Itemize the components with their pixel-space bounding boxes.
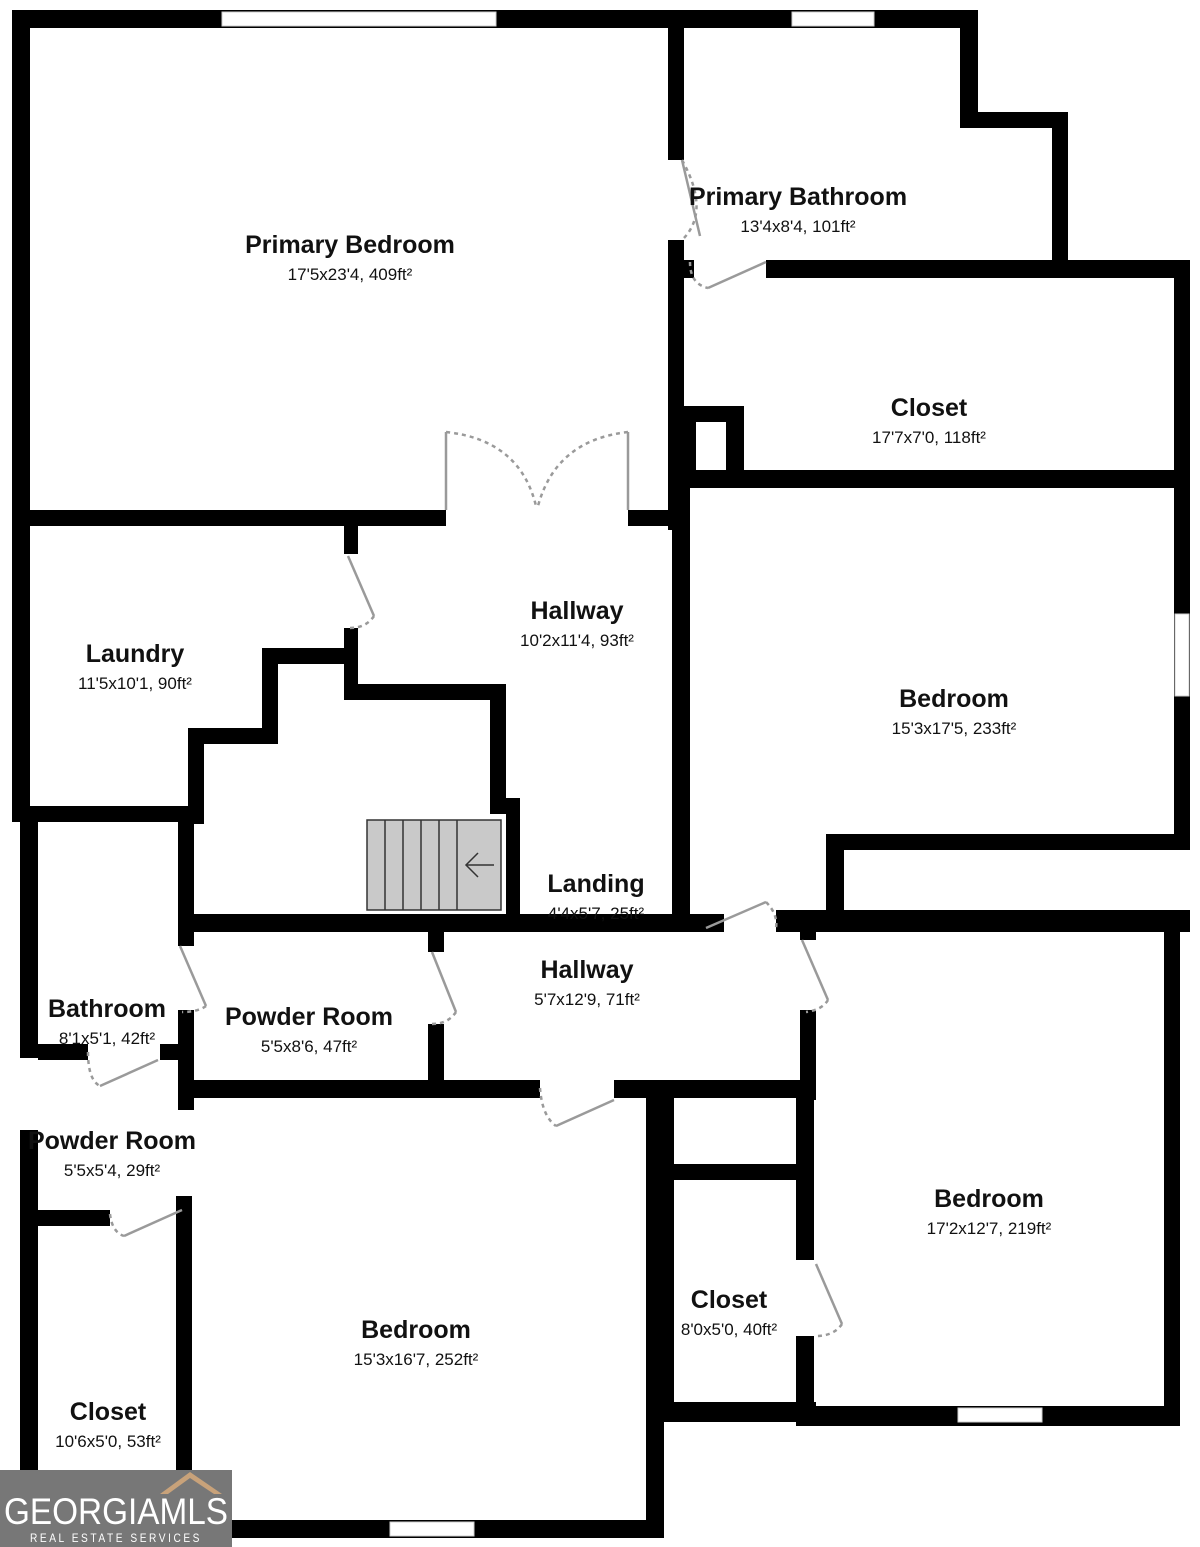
room-dims-closet-primary: 17'7x7'0, 118ft² [872,428,986,447]
room-dims-bedroom-south: 15'3x16'7, 252ft² [354,1350,479,1369]
arrow-left-icon [464,852,494,878]
room-dims-landing: 4'4x5'7, 25ft² [548,904,645,923]
room-name-closet-west: Closet [70,1398,147,1426]
room-name-hallway-lower: Hallway [540,956,633,984]
room-name-closet-center: Closet [691,1286,768,1314]
room-dims-primary-bathroom: 13'4x8'4, 101ft² [740,217,856,236]
room-name-landing: Landing [547,870,644,898]
room-name-laundry: Laundry [86,640,185,668]
room-labels: Primary Bedroom 17'5x23'4, 409ft² Primar… [28,183,1052,1451]
windows [221,11,1190,1537]
stairs [366,819,502,911]
room-name-primary-bedroom: Primary Bedroom [245,231,455,259]
room-dims-bedroom-southeast: 17'2x12'7, 219ft² [927,1219,1052,1238]
logo-sub-text: REAL ESTATE SERVICES [30,1531,202,1545]
room-dims-powder-room-west: 5'5x5'4, 29ft² [64,1161,161,1180]
room-name-closet-primary: Closet [891,394,968,422]
room-name-bedroom-southeast: Bedroom [934,1185,1044,1213]
room-dims-closet-west: 10'6x5'0, 53ft² [55,1432,161,1451]
room-dims-closet-center: 8'0x5'0, 40ft² [681,1320,778,1339]
georgiamls-logo: GEORGIAMLS REAL ESTATE SERVICES [0,1470,232,1547]
room-dims-powder-room-center: 5'5x8'6, 47ft² [261,1037,358,1056]
room-name-bedroom-south: Bedroom [361,1316,471,1344]
logo-main-text: GEORGIAMLS [4,1491,228,1532]
room-dims-hallway-upper: 10'2x11'4, 93ft² [520,631,634,650]
room-dims-hallway-lower: 5'7x12'9, 71ft² [534,990,640,1009]
room-name-powder-room-center: Powder Room [225,1003,393,1031]
room-dims-laundry: 11'5x10'1, 90ft² [78,674,192,693]
room-name-bathroom: Bathroom [48,995,166,1023]
walls [12,10,1190,1540]
room-name-bedroom-east: Bedroom [899,685,1009,713]
room-dims-bedroom-east: 15'3x17'5, 233ft² [892,719,1017,738]
doors [86,159,844,1338]
room-dims-primary-bedroom: 17'5x23'4, 409ft² [288,265,413,284]
room-name-hallway-upper: Hallway [530,597,623,625]
room-dims-bathroom: 8'1x5'1, 42ft² [59,1029,156,1048]
room-name-primary-bathroom: Primary Bathroom [689,183,907,211]
roof-icon [160,1472,222,1494]
room-name-powder-room-west: Powder Room [28,1127,196,1155]
